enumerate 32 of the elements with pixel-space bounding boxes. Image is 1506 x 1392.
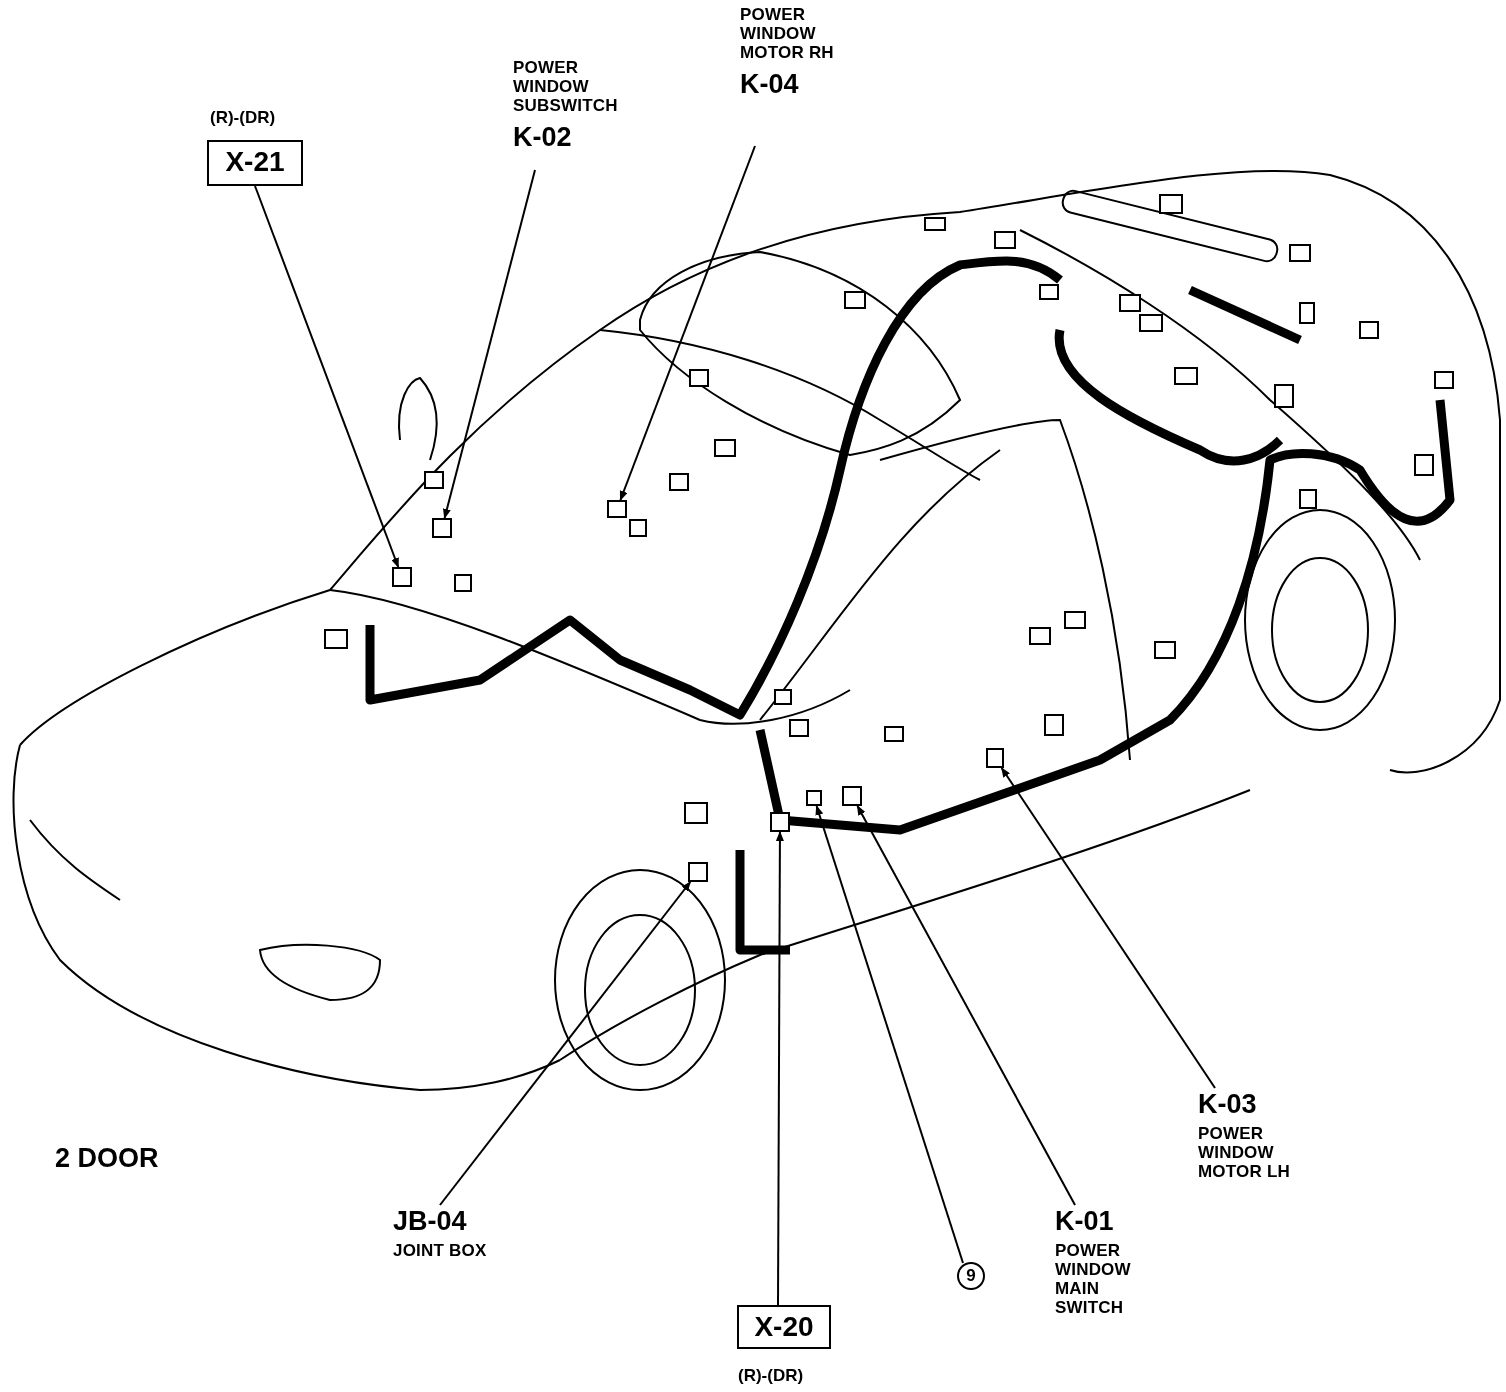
part-name: POWER WINDOW SUBSWITCH: [513, 58, 619, 115]
leader-line: [439, 881, 692, 1206]
callout-code-box: X-21: [207, 140, 303, 186]
connector-symbol: [986, 748, 1004, 768]
part-name: POWER WINDOW MAIN SWITCH: [1055, 1241, 1132, 1317]
leader-line: [1000, 767, 1216, 1089]
connector-symbol: [770, 812, 790, 832]
leader-line: [443, 169, 536, 519]
callout-code-box: X-20: [737, 1305, 831, 1349]
connector-note: (R)-(DR): [738, 1366, 804, 1386]
part-name: POWER WINDOW MOTOR LH: [1198, 1124, 1291, 1181]
part-name: POWER WINDOW MOTOR RH: [740, 5, 835, 62]
callout-code: JB-04: [393, 1205, 468, 1237]
connector-symbol: [806, 790, 822, 806]
connector-note: (R)-(DR): [210, 108, 276, 128]
leader-line: [775, 831, 784, 1306]
part-name: JOINT BOX: [393, 1241, 488, 1260]
view-label: 2 DOOR: [55, 1143, 159, 1174]
callout-code: K-02: [513, 121, 573, 153]
leader-line: [619, 145, 756, 501]
connector-symbol: [392, 567, 412, 587]
connector-symbol: [607, 500, 627, 518]
leader-line: [254, 185, 400, 568]
connector-symbol: [432, 518, 452, 538]
leader-line: [856, 805, 1076, 1206]
connector-symbol: [842, 786, 862, 806]
callout-code: K-04: [740, 68, 800, 100]
leader-line: [815, 805, 964, 1264]
callout-code: K-03: [1198, 1088, 1258, 1120]
callout-code: K-01: [1055, 1205, 1115, 1237]
callout-number: 9: [957, 1262, 985, 1290]
connector-symbol: [688, 862, 708, 882]
